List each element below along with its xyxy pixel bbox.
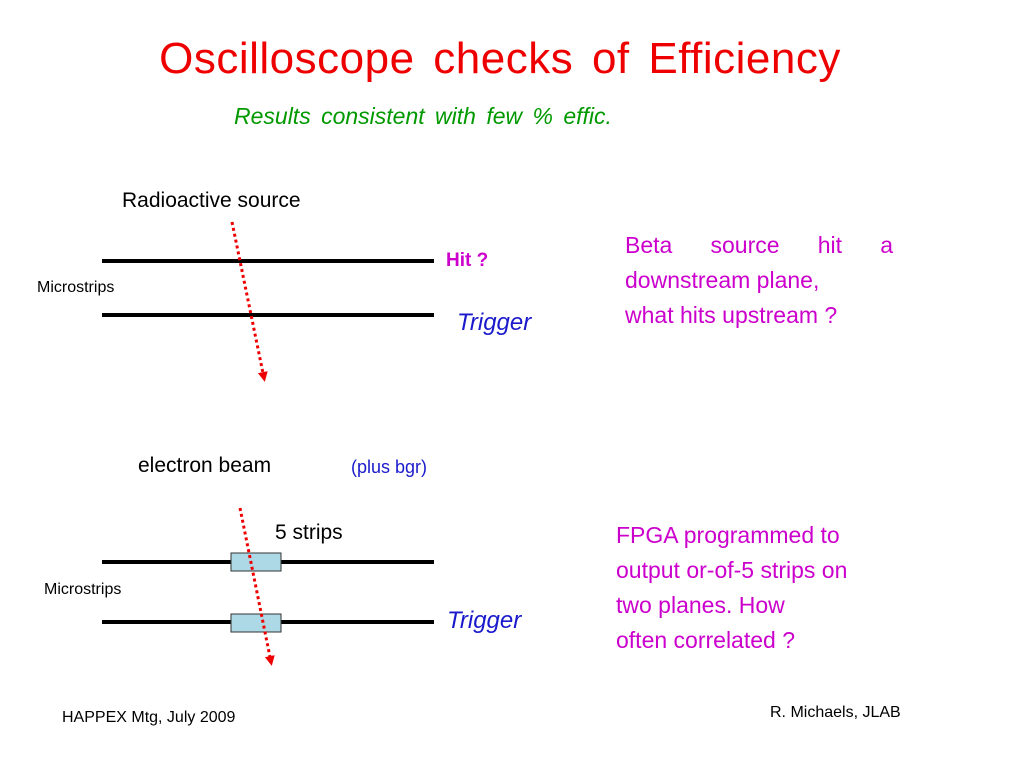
footer-meeting: HAPPEX Mtg, July 2009: [62, 709, 236, 726]
five-strips-label: 5 strips: [275, 521, 343, 544]
fpga-description-line-4: often correlated ?: [616, 627, 796, 653]
fpga-description-line-3: two planes. How: [616, 592, 785, 618]
bottom-lower-strip-box: [230, 613, 282, 633]
fpga-description-line-1: FPGA programmed to: [616, 522, 840, 548]
fpga-description-line-2: output or-of-5 strips on: [616, 557, 848, 583]
fpga-description: FPGA programmed to output or-of-5 strips…: [616, 518, 926, 658]
electron-beam-label: electron beam: [138, 454, 272, 477]
beta-source-description: Beta source hit a downstream plane, what…: [625, 228, 893, 333]
beta-description-line-1: Beta source hit a: [625, 232, 893, 258]
top-trigger-label: Trigger: [457, 309, 532, 336]
bottom-upper-strip-box: [230, 552, 282, 572]
slide-title: Oscilloscope checks of Efficiency: [159, 34, 841, 83]
top-particle-arrow: [230, 221, 268, 382]
footer-author: R. Michaels, JLAB: [770, 704, 901, 721]
bottom-microstrips-label: Microstrips: [44, 581, 122, 598]
bottom-trigger-label: Trigger: [447, 607, 522, 634]
beta-description-line-2: downstream plane,: [625, 267, 820, 293]
slide-subtitle: Results consistent with few % effic.: [234, 103, 612, 129]
hit-question-label: Hit ?: [446, 250, 489, 271]
beta-description-line-3: what hits upstream ?: [625, 302, 838, 328]
top-microstrips-label: Microstrips: [37, 279, 115, 296]
bottom-particle-arrow: [238, 507, 275, 666]
radioactive-source-label: Radioactive source: [122, 189, 301, 212]
plus-bgr-label: (plus bgr): [351, 457, 428, 477]
